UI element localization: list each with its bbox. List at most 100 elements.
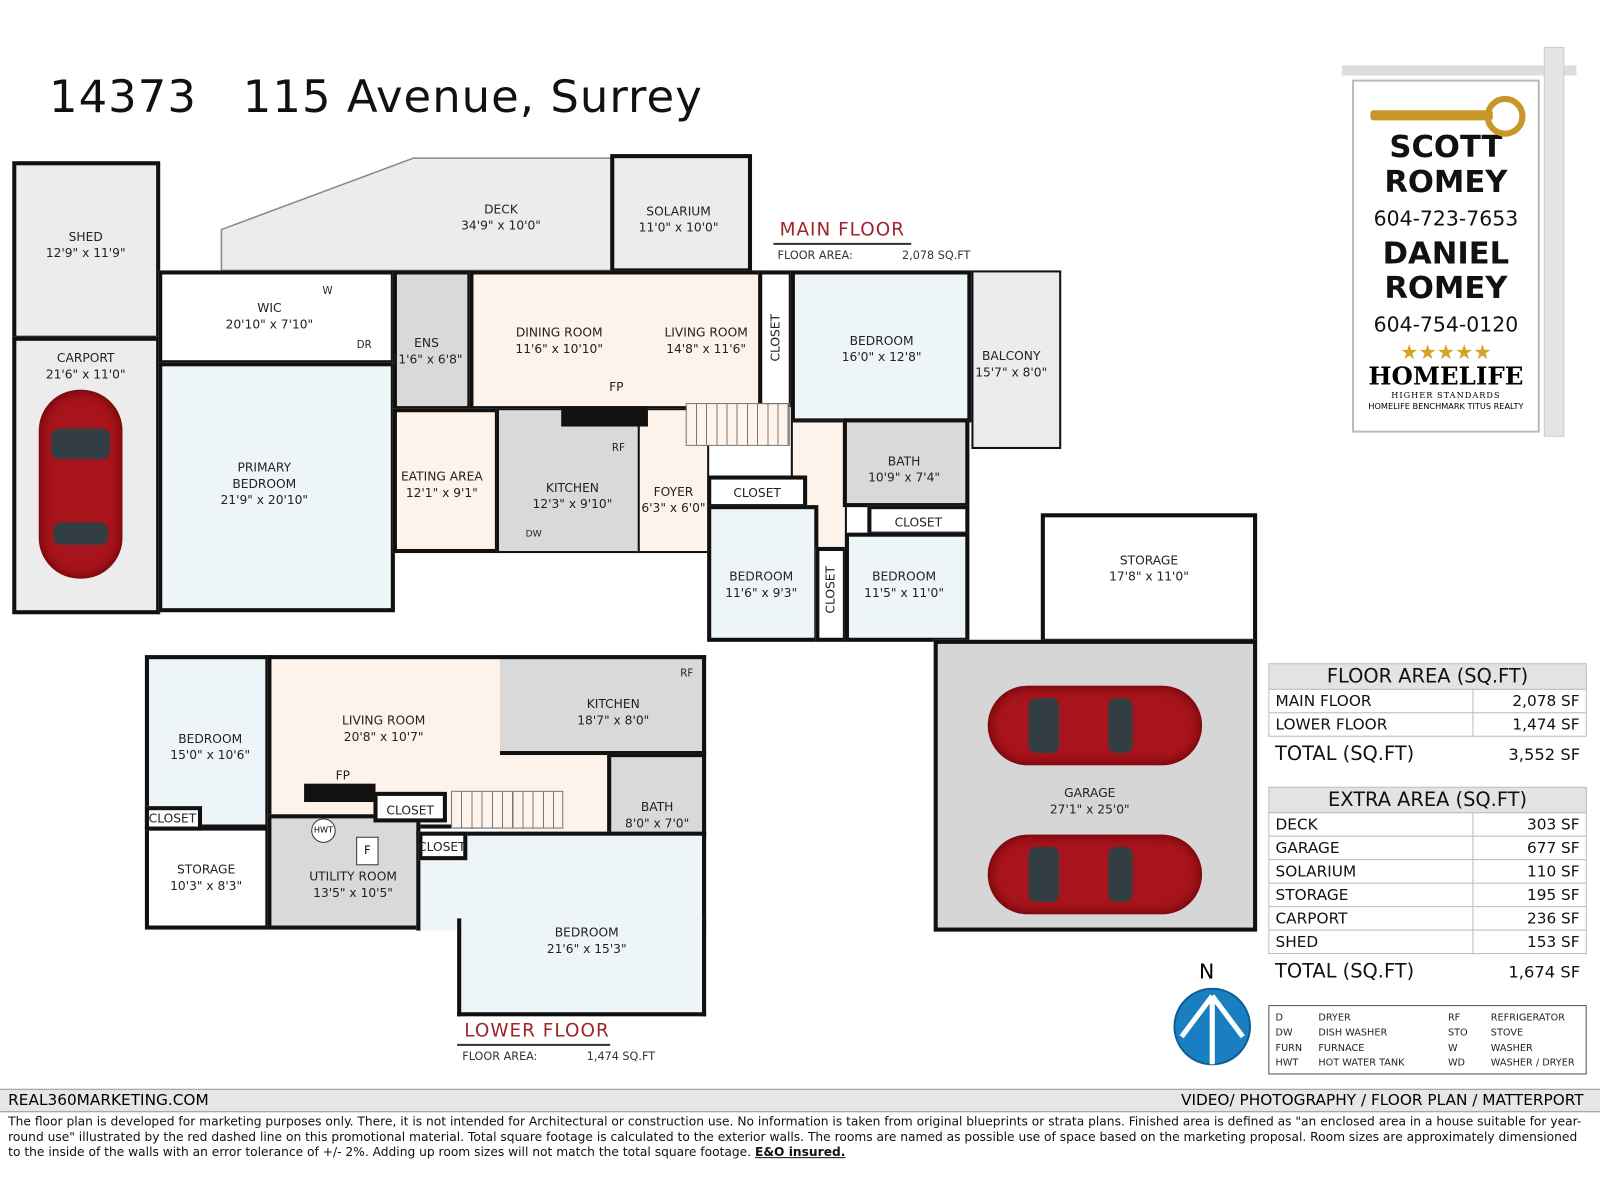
closet-label: CLOSET (148, 811, 197, 826)
dishwasher-label: DW (525, 529, 542, 540)
agent2-last-name: ROMEY (1384, 270, 1508, 307)
brand-tagline: HIGHER STANDARDS (1391, 390, 1501, 400)
fireplace (304, 783, 376, 803)
table-header: FLOOR AREA (SQ.FT) (1268, 663, 1587, 690)
agent2-first-name: DANIEL (1382, 235, 1510, 272)
main-floor-area-value: 2,078 SQ.FT (902, 248, 971, 263)
agent1-last-name: ROMEY (1384, 164, 1508, 200)
realtor-sign: SCOTT ROMEY 604-723-7653 DANIEL ROMEY 60… (1352, 79, 1540, 433)
bath-lower-room (607, 753, 707, 839)
primary-bedroom-room (158, 362, 395, 613)
ens-room (392, 270, 472, 411)
sign-post-arm (1341, 65, 1577, 76)
compass-icon (1173, 987, 1252, 1066)
compass-north-label: N (1198, 959, 1215, 984)
car-icon (38, 389, 123, 579)
stars-icon: ★★★★★ (1400, 339, 1492, 365)
address-number: 14373 (48, 71, 197, 124)
closet-lower-c (418, 831, 468, 861)
bedroom-large-room (416, 831, 707, 931)
divider (773, 242, 912, 245)
agent1-first-name: SCOTT (1389, 129, 1503, 166)
disclaimer: The floor plan is developed for marketin… (8, 1114, 1590, 1160)
homelife-brand: HOMELIFE (1368, 361, 1524, 391)
kitchen-lower-room (499, 655, 707, 756)
brokerage-name: HOMELIFE BENCHMARK TITUS REALTY (1368, 402, 1524, 412)
fireplace (561, 406, 648, 427)
table-total: TOTAL (SQ.FT)1,674 SF (1274, 960, 1581, 983)
golden-key-logo (1354, 90, 1538, 137)
closet-label: CLOSET (823, 566, 838, 614)
agent1-phone[interactable]: 604-723-7653 (1373, 206, 1519, 231)
refrigerator-label: RF (680, 668, 694, 680)
address-street: 115 Avenue, Surrey (242, 71, 703, 124)
bedroom-b-room (844, 532, 970, 642)
closet-lower-b (373, 791, 447, 823)
lower-floor-area-label: FLOOR AREA: (462, 1049, 538, 1064)
dining-living-room (469, 270, 763, 411)
lower-floor-label: LOWER FLOOR (464, 1020, 610, 1042)
refrigerator-label: RF (611, 442, 625, 455)
storage-lower-room (144, 826, 270, 930)
shed-room (12, 161, 161, 340)
fireplace-label: FP (335, 768, 351, 783)
closet-vertical (758, 270, 793, 408)
kitchen-room (496, 408, 640, 554)
disclaimer-text: The floor plan is developed for marketin… (8, 1114, 1582, 1160)
closet-label: CLOSET (768, 313, 783, 362)
main-floor-area-label: FLOOR AREA: (777, 248, 853, 263)
wic-room (158, 270, 395, 365)
closet-label: CLOSET (894, 515, 943, 530)
agent2-phone[interactable]: 604-754-0120 (1373, 312, 1519, 337)
bedroom-main-room (790, 270, 972, 423)
hot-water-tank: HWT (311, 818, 336, 843)
table-header: EXTRA AREA (SQ.FT) (1268, 786, 1587, 814)
washer-label: W (322, 285, 333, 297)
main-floor-label: MAIN FLOOR (779, 219, 906, 241)
divider (457, 1043, 611, 1046)
bedroom-a-room (707, 505, 819, 642)
footer-bar: REAL360MARKETING.COM VIDEO/ PHOTOGRAPHY … (0, 1088, 1600, 1113)
bedroom-large-extension (457, 918, 707, 1017)
car-icon (987, 685, 1203, 766)
address-title: 14373 115 Avenue, Surrey (49, 71, 703, 123)
dryer-label: DR (356, 339, 372, 352)
sign-post (1543, 46, 1565, 437)
closet-label: CLOSET (386, 803, 434, 818)
website-link[interactable]: REAL360MARKETING.COM (8, 1090, 209, 1110)
stairs (451, 790, 564, 829)
fireplace-label: FP (609, 379, 624, 394)
car-icon (987, 834, 1203, 915)
